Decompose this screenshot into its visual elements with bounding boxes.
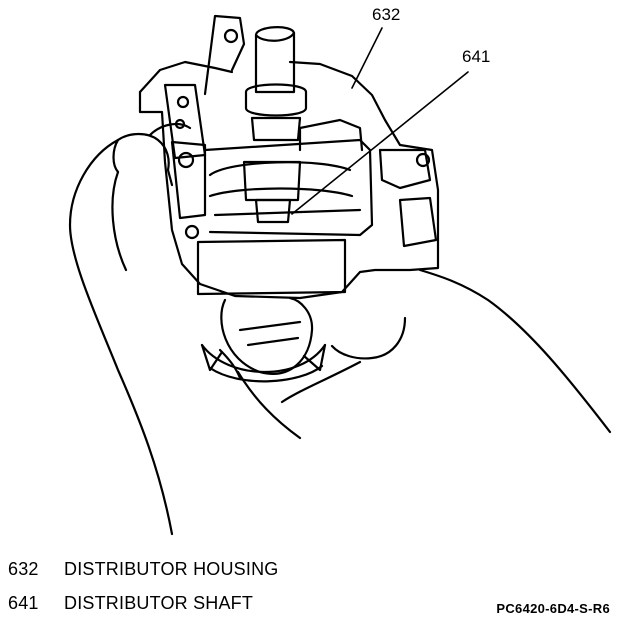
legend-row-shaft: 641 DISTRIBUTOR SHAFT xyxy=(8,594,253,612)
distributor-illustration xyxy=(68,14,612,536)
callout-632: 632 xyxy=(372,5,401,24)
legend-label: DISTRIBUTOR HOUSING xyxy=(64,559,279,579)
callout-641: 641 xyxy=(462,47,491,66)
legend-number: 641 xyxy=(8,593,39,613)
legend-label: DISTRIBUTOR SHAFT xyxy=(64,593,254,613)
leader-line-641 xyxy=(291,71,469,215)
legend-number: 632 xyxy=(8,559,39,579)
gear-and-rotation-arrow xyxy=(200,296,327,383)
legend-row-housing: 632 DISTRIBUTOR HOUSING xyxy=(8,560,278,578)
right-hand xyxy=(218,268,612,440)
left-hand xyxy=(68,122,192,536)
figure-code: PC6420-6D4-S-R6 xyxy=(496,601,610,616)
distributor-shaft xyxy=(242,26,308,224)
distributor-housing xyxy=(138,14,440,300)
leader-line-632 xyxy=(351,27,383,89)
